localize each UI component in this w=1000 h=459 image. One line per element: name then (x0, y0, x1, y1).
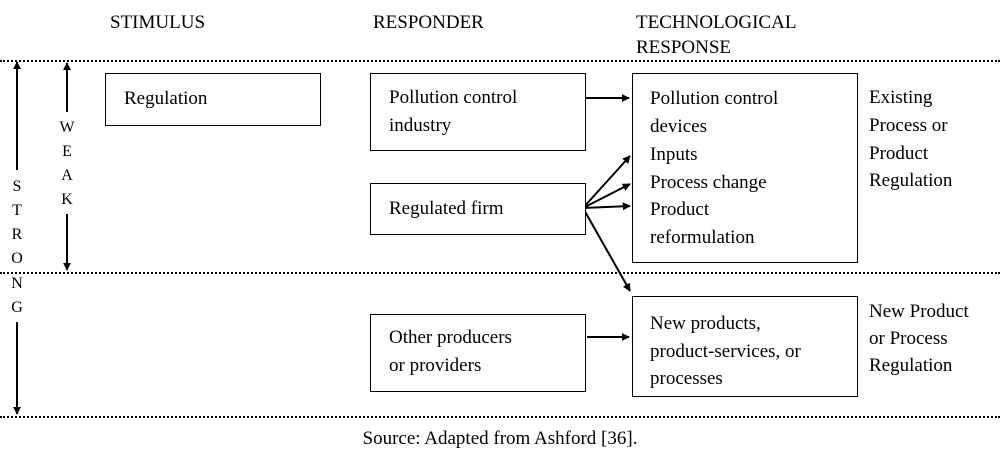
other-producers-line-2: or providers (389, 355, 482, 376)
strong-letter: O (11, 250, 23, 267)
weak-letter: A (61, 167, 73, 184)
header-responder: RESPONDER (373, 12, 484, 33)
regulated-firm-label: Regulated firm (389, 198, 504, 219)
existing-response-line: devices (650, 116, 707, 137)
strong-letter: T (12, 202, 22, 219)
header-technological-response: TECHNOLOGICAL RESPONSE (636, 10, 796, 60)
new-label-line: New Product (869, 301, 969, 322)
new-response-line: product-services, or (650, 341, 801, 362)
pollution-industry-line-2: industry (389, 115, 452, 136)
new-label-line: or Process (869, 328, 948, 349)
header-stimulus: STIMULUS (110, 12, 206, 33)
new-response-line: New products, (650, 313, 761, 334)
strong-letter: N (11, 275, 23, 292)
existing-response-line: Product (650, 199, 710, 220)
regulation-box: Regulation (105, 73, 321, 126)
existing-response-line: Pollution control (650, 88, 779, 109)
top-dotted-divider (0, 60, 1000, 62)
header-tech-line-2: RESPONSE (636, 37, 732, 58)
existing-response-line: Process change (650, 172, 767, 193)
existing-label-line: Regulation (869, 170, 953, 191)
regulation-label: Regulation (124, 88, 208, 109)
strong-letter: R (11, 226, 23, 243)
strong-letter: G (11, 299, 23, 316)
header-tech-line-1: TECHNOLOGICAL (636, 12, 797, 33)
middle-dotted-divider (0, 272, 1000, 274)
existing-label-line: Product (869, 143, 929, 164)
arrow-firm-to-inputs (582, 155, 631, 209)
other-producers-box: Other producers or providers (370, 314, 586, 392)
weak-letter: K (61, 191, 73, 208)
arrow-firm-to-product (582, 202, 631, 211)
regulated-firm-box: Regulated firm (370, 183, 586, 235)
weak-letter: W (59, 119, 75, 136)
bottom-dotted-divider (0, 416, 1000, 418)
existing-label-line: Existing (869, 87, 933, 108)
existing-response-line: Inputs (650, 144, 698, 165)
new-response-line: processes (650, 368, 723, 389)
arrow-firm-to-new (582, 207, 631, 292)
strong-letter: S (12, 178, 22, 195)
existing-label-line: Process or (869, 115, 948, 136)
new-label-line: Regulation (869, 355, 953, 376)
pollution-control-industry-box: Pollution control industry (370, 73, 586, 151)
source-caption: Source: Adapted from Ashford [36]. (362, 428, 638, 449)
weak-letter: E (62, 143, 72, 160)
other-producers-line-1: Other producers (389, 327, 512, 348)
pollution-industry-line-1: Pollution control (389, 87, 518, 108)
arrow-firm-to-process (582, 183, 631, 209)
existing-response-box: Pollution control devices Inputs Process… (632, 73, 858, 263)
new-response-box: New products, product-services, or proce… (632, 296, 858, 397)
existing-response-line: reformulation (650, 227, 755, 248)
